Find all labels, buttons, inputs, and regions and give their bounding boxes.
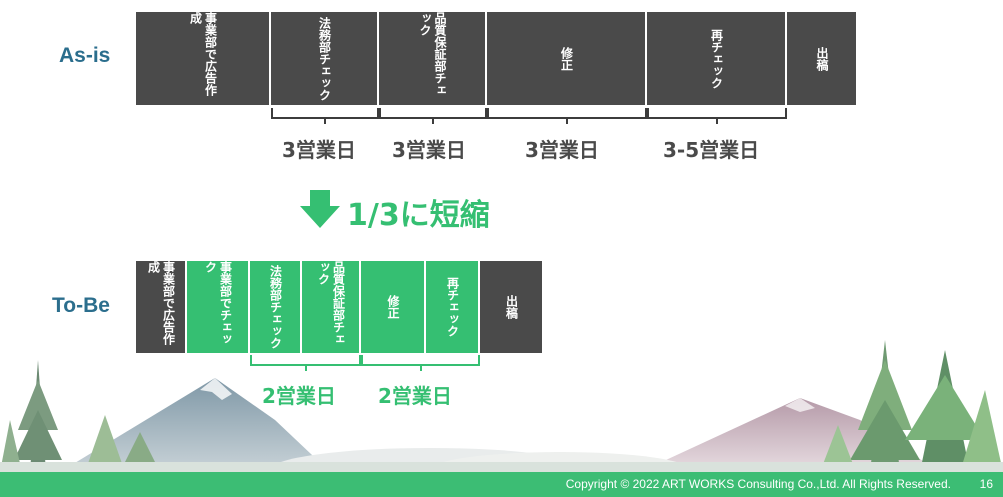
step-label: 事業部で広告作成 xyxy=(188,12,218,96)
as-is-bracket-revision xyxy=(487,108,647,124)
mountain-forest-illustration xyxy=(0,340,1003,472)
step-label: 再チェック xyxy=(709,28,724,89)
step-label: 再チェック xyxy=(445,277,460,337)
to-be-step-ad-creation: 事業部で広告作成 xyxy=(136,261,185,353)
to-be-duration-revision: 2営業日 xyxy=(378,384,452,408)
reduction-text: 1/3に短縮 xyxy=(347,198,490,233)
to-be-step-legal-check: 法務部チェック xyxy=(250,261,300,353)
as-is-step-revision: 修正 xyxy=(487,12,645,105)
page-number: 16 xyxy=(979,477,993,491)
as-is-bracket-legal xyxy=(271,108,379,124)
step-label: 出稿 xyxy=(815,46,829,71)
as-is-step-recheck: 再チェック xyxy=(647,12,785,105)
to-be-label: To-Be xyxy=(52,294,110,317)
as-is-step-ad-creation: 事業部で広告作成 xyxy=(136,12,269,105)
to-be-step-publish: 出稿 xyxy=(480,261,542,353)
step-label: 出稿 xyxy=(504,295,519,319)
step-label: 修正 xyxy=(559,46,574,71)
down-arrow-icon xyxy=(300,190,340,228)
to-be-bracket-checks xyxy=(250,355,361,371)
as-is-duration-legal: 3営業日 xyxy=(282,138,356,162)
to-be-step-qa-check: 品質保証部チェック xyxy=(302,261,359,353)
step-label: 法務部チェック xyxy=(317,16,332,101)
as-is-bracket-recheck xyxy=(647,108,787,124)
to-be-step-recheck: 再チェック xyxy=(426,261,478,353)
as-is-duration-recheck: 3-5営業日 xyxy=(663,138,760,162)
as-is-step-legal-check: 法務部チェック xyxy=(271,12,377,105)
copyright-text: Copyright © 2022 ART WORKS Consulting Co… xyxy=(565,477,951,491)
to-be-duration-checks: 2営業日 xyxy=(262,384,336,408)
step-label: 事業部でチェック xyxy=(203,261,233,345)
as-is-label: As-is xyxy=(59,44,111,67)
step-label: 事業部で広告作成 xyxy=(146,261,176,345)
step-label: 法務部チェック xyxy=(268,265,283,349)
as-is-step-publish: 出稿 xyxy=(787,12,856,105)
as-is-duration-qa: 3営業日 xyxy=(392,138,466,162)
to-be-step-revision: 修正 xyxy=(361,261,424,353)
footer-bar: Copyright © 2022 ART WORKS Consulting Co… xyxy=(0,472,1003,497)
as-is-duration-revision: 3営業日 xyxy=(525,138,599,162)
step-label: 品質保証部チェック xyxy=(418,12,447,96)
to-be-bracket-revision xyxy=(361,355,480,371)
step-label: 修正 xyxy=(386,295,400,319)
as-is-bracket-qa xyxy=(379,108,487,124)
as-is-step-qa-check: 品質保証部チェック xyxy=(379,12,485,105)
to-be-step-division-check: 事業部でチェック xyxy=(187,261,248,353)
step-label: 品質保証部チェック xyxy=(316,261,346,345)
